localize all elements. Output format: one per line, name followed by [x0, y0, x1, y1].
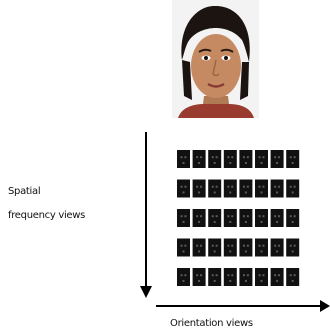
view-tile	[270, 150, 284, 168]
view-tile	[177, 150, 190, 168]
view-tile	[239, 209, 253, 227]
view-tile	[255, 179, 268, 198]
view-tile	[223, 209, 237, 227]
view-tile	[208, 179, 222, 198]
view-tile	[239, 268, 253, 286]
view-tile	[255, 238, 268, 257]
view-tile	[286, 179, 300, 198]
view-tile	[223, 238, 237, 257]
horizontal-axis-arrowhead	[320, 300, 330, 312]
view-tile	[177, 209, 190, 227]
face-photo	[172, 0, 259, 118]
view-tile	[223, 150, 237, 168]
view-tile	[286, 150, 300, 168]
vertical-axis-arrowhead	[140, 286, 152, 298]
view-tile	[239, 150, 253, 168]
view-tile	[270, 179, 284, 198]
view-tile	[192, 268, 206, 286]
view-tile	[208, 268, 222, 286]
view-tile	[177, 238, 190, 257]
view-tile	[255, 268, 268, 286]
orientation-label: Orientation views	[170, 318, 253, 329]
label-line-1: Spatial	[8, 186, 41, 197]
view-tile	[208, 150, 222, 168]
view-tile	[255, 209, 268, 227]
view-tile	[286, 268, 300, 286]
view-tile	[286, 209, 300, 227]
view-tile	[177, 179, 190, 198]
view-tile	[177, 268, 190, 286]
view-tile	[192, 209, 206, 227]
view-tile	[208, 209, 222, 227]
view-tile	[192, 238, 206, 257]
view-tile	[223, 179, 237, 198]
spatial-frequency-label: Spatial frequency views	[8, 180, 128, 228]
view-tile	[192, 179, 206, 198]
view-tile	[270, 238, 284, 257]
view-tile	[208, 238, 222, 257]
view-tile	[286, 238, 300, 257]
view-tile	[270, 209, 284, 227]
view-tile	[255, 150, 268, 168]
view-tile	[239, 238, 253, 257]
view-tile	[270, 268, 284, 286]
view-tile	[192, 150, 206, 168]
view-tile	[223, 268, 237, 286]
view-tile	[239, 179, 253, 198]
label-line-2: frequency views	[8, 210, 86, 221]
